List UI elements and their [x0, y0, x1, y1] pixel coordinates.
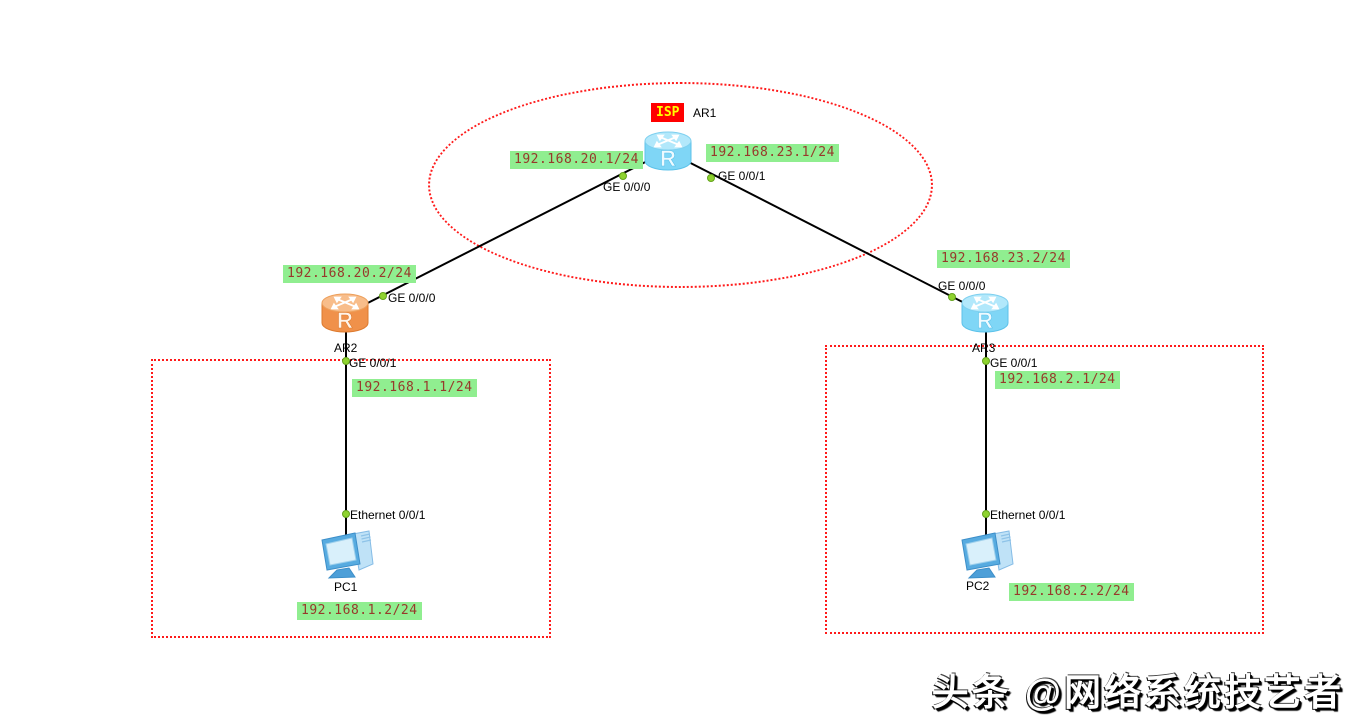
port-dot-ar2-ge001	[342, 357, 350, 365]
lan1-zone-rect	[151, 359, 551, 638]
ip-label-ar1-ge001: 192.168.23.1/24	[706, 144, 839, 162]
ip-label-ar1-ge000: 192.168.20.1/24	[510, 151, 643, 169]
ip-label-ar3-ge000: 192.168.23.2/24	[937, 250, 1070, 268]
ip-label-ar3-ge001: 192.168.2.1/24	[995, 371, 1120, 389]
router-arrows-icon	[970, 296, 1000, 310]
if-label-pc2-eth: Ethernet 0/0/1	[990, 508, 1066, 522]
isp-zone-ellipse	[428, 82, 933, 288]
router-arrows-icon	[330, 296, 360, 310]
port-dot-ar3-ge000	[948, 293, 956, 301]
isp-badge: ISP	[651, 103, 685, 122]
device-pc2[interactable]	[956, 527, 1018, 586]
device-ar1[interactable]: R	[644, 130, 692, 177]
router-icon: R	[961, 293, 1009, 333]
ip-label-pc1: 192.168.1.2/24	[297, 602, 422, 620]
watermark: 头条 @网络系统技艺者	[931, 672, 1344, 713]
router-letter: R	[660, 146, 676, 171]
device-label-ar1: AR1	[693, 106, 717, 120]
router-letter: R	[337, 308, 353, 333]
lan2-zone-rect	[825, 345, 1264, 634]
if-label-ar2-ge001: GE 0/0/1	[349, 356, 397, 370]
link-ar1-ar2[interactable]	[345, 150, 668, 315]
port-dot-pc1-eth	[342, 510, 350, 518]
port-dot-ar3-ge001	[982, 357, 990, 365]
port-dot-ar1-ge000	[619, 172, 627, 180]
device-ar3[interactable]: R	[961, 292, 1009, 339]
if-label-ar1-ge000: GE 0/0/0	[603, 180, 651, 194]
pc-icon	[961, 530, 1014, 579]
device-pc1[interactable]	[316, 527, 378, 586]
if-label-ar2-ge000: GE 0/0/0	[388, 291, 436, 305]
port-dot-ar1-ge001	[707, 174, 715, 182]
link-ar1-ar3[interactable]	[666, 150, 987, 315]
device-label-ar2: AR2	[334, 341, 358, 355]
device-label-pc2: PC2	[966, 579, 990, 593]
port-dot-pc2-eth	[982, 510, 990, 518]
pc-icon	[321, 530, 374, 579]
device-label-pc1: PC1	[334, 580, 358, 594]
if-label-ar3-ge001: GE 0/0/1	[990, 356, 1038, 370]
if-label-ar3-ge000: GE 0/0/0	[938, 279, 986, 293]
router-letter: R	[977, 308, 993, 333]
router-arrows-icon	[653, 134, 683, 148]
if-label-pc1-eth: Ethernet 0/0/1	[350, 508, 426, 522]
if-label-ar1-ge001: GE 0/0/1	[718, 169, 766, 183]
port-dot-ar2-ge000	[379, 292, 387, 300]
device-label-ar3: AR3	[972, 341, 996, 355]
router-icon: R	[644, 131, 692, 171]
ip-label-ar2-ge001: 192.168.1.1/24	[352, 379, 477, 397]
ip-label-ar2-ge000: 192.168.20.2/24	[283, 265, 416, 283]
router-icon: R	[321, 293, 369, 333]
ip-label-pc2: 192.168.2.2/24	[1009, 583, 1134, 601]
device-ar2[interactable]: R	[321, 292, 369, 339]
